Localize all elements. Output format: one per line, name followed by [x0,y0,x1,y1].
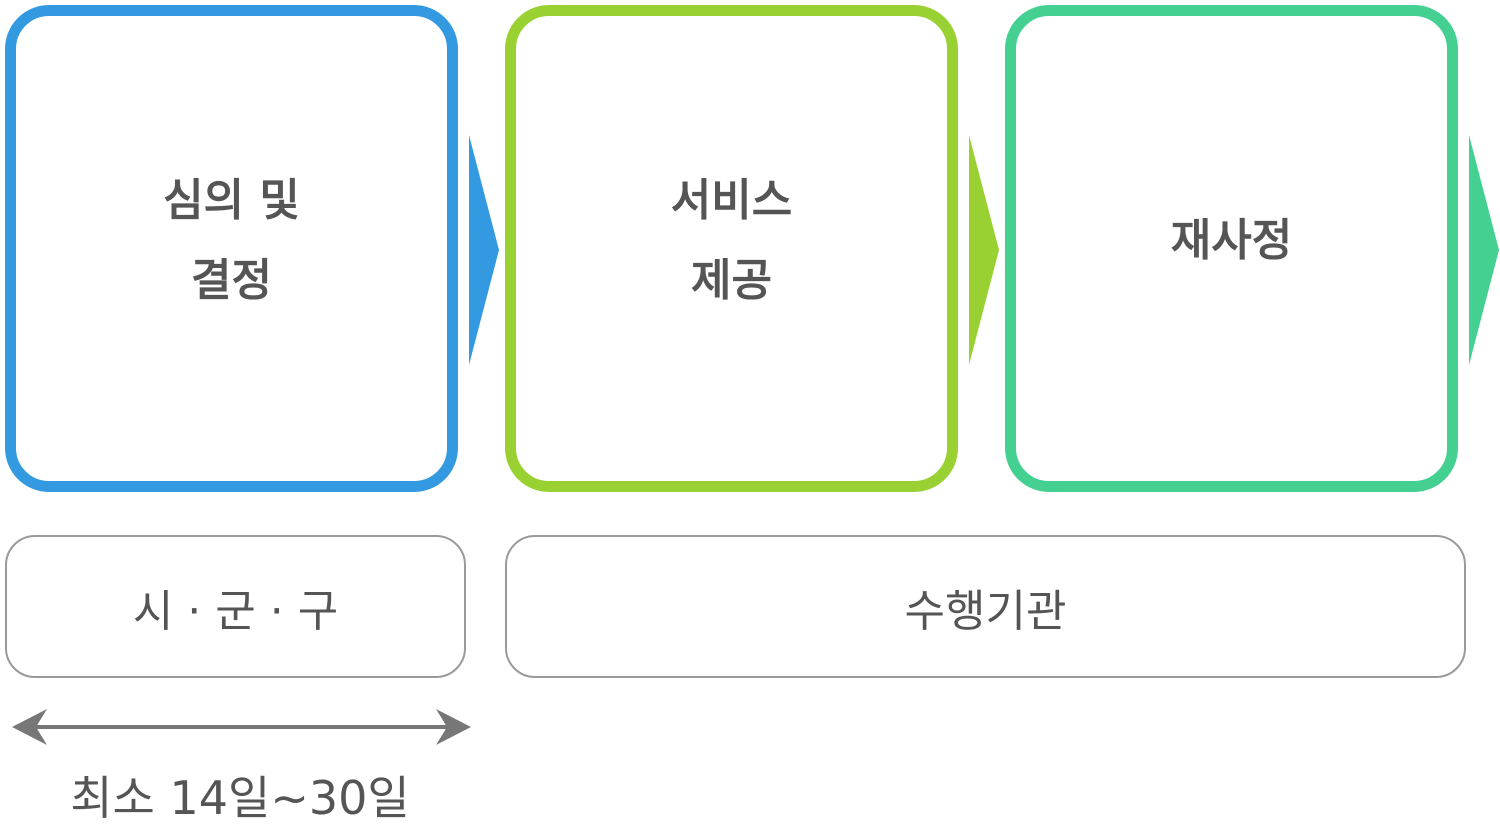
flow-arrows [469,135,1499,365]
agency-provider: 수행기관 [505,535,1466,678]
flow-arrow-3-icon [1469,135,1499,365]
step-deliberation-decision: 심의 및 결정 [5,5,458,492]
agency-local-government: 시 · 군 · 구 [5,535,466,678]
step-service-line2: 제공 [691,254,772,306]
step-reassessment-line1: 재사정 [1170,214,1293,266]
step-service-line1: 서비스 [670,174,793,226]
step-deliberation-line2: 결정 [191,254,272,306]
flow-arrow-1-icon [469,135,499,365]
step-reassessment: 재사정 [1005,5,1458,492]
flow-arrow-2-icon [969,135,999,365]
agency-provider-label: 수행기관 [904,585,1067,637]
step-deliberation-line1: 심의 및 [163,174,300,226]
duration-label: 최소 14일~30일 [70,771,410,825]
agency-local-government-label: 시 · 군 · 구 [132,585,339,637]
step-service-provision: 서비스 제공 [505,5,958,492]
